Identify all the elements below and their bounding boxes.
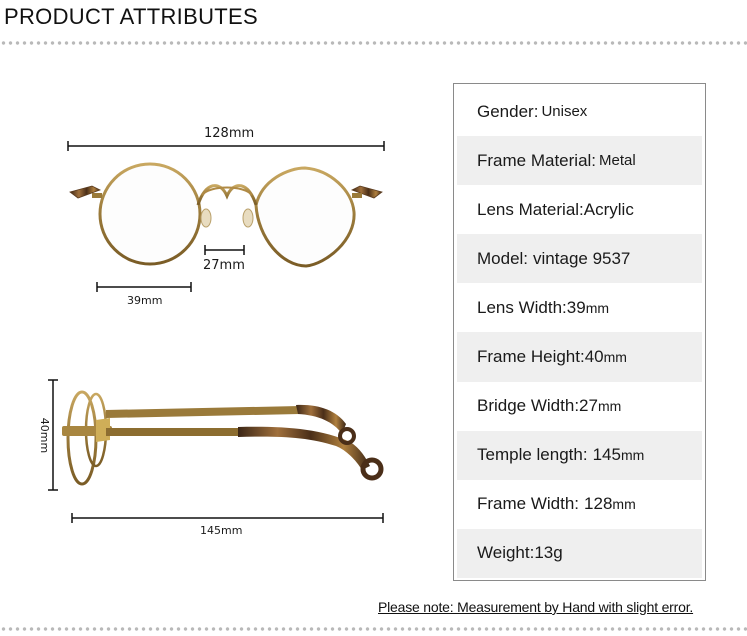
attr-row-model: Model: vintage 9537 (457, 234, 702, 284)
attr-unit: mm (620, 447, 645, 464)
attr-row-frame-height: Frame Height: 40 mm (457, 332, 702, 382)
attr-row-temple-length: Temple length: 145 mm (457, 430, 702, 480)
attr-value: Unisex (541, 103, 588, 121)
bridge-dimension (204, 245, 245, 255)
bridge-label: 27mm (203, 258, 245, 273)
attr-label: Lens Width: (477, 297, 567, 317)
attr-row-frame-width: Frame Width: 128 mm (457, 480, 702, 529)
attr-label: Bridge Width: (477, 396, 580, 416)
front-width-dimension (67, 141, 385, 151)
attr-row-bridge-width: Bridge Width: 27 mm (457, 382, 702, 431)
attr-row-frame-material: Frame Material: Metal (457, 136, 702, 186)
attr-value: Metal (599, 152, 636, 170)
attr-value: 27 (579, 396, 598, 416)
attr-unit: mm (585, 299, 610, 316)
attr-value: 13g (534, 543, 563, 563)
attr-value: 40 (584, 347, 604, 367)
attr-label: Frame Material: (477, 150, 597, 170)
attr-value: 145 (592, 445, 621, 465)
height-label: 40mm (38, 417, 52, 454)
attributes-table: Gender: Unisex Frame Material: Metal Len… (453, 83, 706, 581)
attr-unit: mm (597, 398, 622, 415)
attr-row-lens-material: Lens Material: Acrylic (457, 185, 702, 234)
attr-label: Weight: (477, 543, 535, 563)
page-title: PRODUCT ATTRIBUTES (4, 4, 258, 29)
measurement-note: Please note: Measurement by Hand with sl… (378, 599, 694, 615)
lens-width-label: 39mm (127, 294, 163, 307)
attr-label: Temple length: (477, 445, 588, 465)
attr-label: Lens Material: (477, 199, 584, 219)
attr-label: Frame Width: (477, 494, 580, 514)
attr-value: 128 (584, 494, 613, 514)
attr-unit: mm (603, 349, 627, 366)
dotted-divider-bottom (0, 626, 747, 632)
lens-width-dimension (96, 282, 192, 292)
temple-dimension (71, 513, 384, 523)
attr-row-gender: Gender: Unisex (457, 87, 702, 136)
temple-label: 145mm (200, 524, 243, 537)
attr-value: 39 (566, 297, 586, 317)
attr-unit: mm (612, 496, 636, 513)
height-dimension (48, 379, 58, 491)
attr-value: Acrylic (583, 199, 634, 219)
attr-row-weight: Weight: 13g (457, 528, 702, 578)
glasses-side-view (62, 390, 384, 486)
glasses-front-view (69, 162, 383, 268)
dotted-divider-top (0, 40, 747, 46)
front-width-label: 128mm (204, 126, 255, 141)
attr-label: Gender: (477, 101, 539, 121)
attr-label: Frame Height: (477, 347, 585, 367)
attr-row-lens-width: Lens Width: 39 mm (457, 283, 702, 332)
attr-label: Model: (477, 248, 529, 268)
attr-value: vintage 9537 (533, 248, 631, 268)
